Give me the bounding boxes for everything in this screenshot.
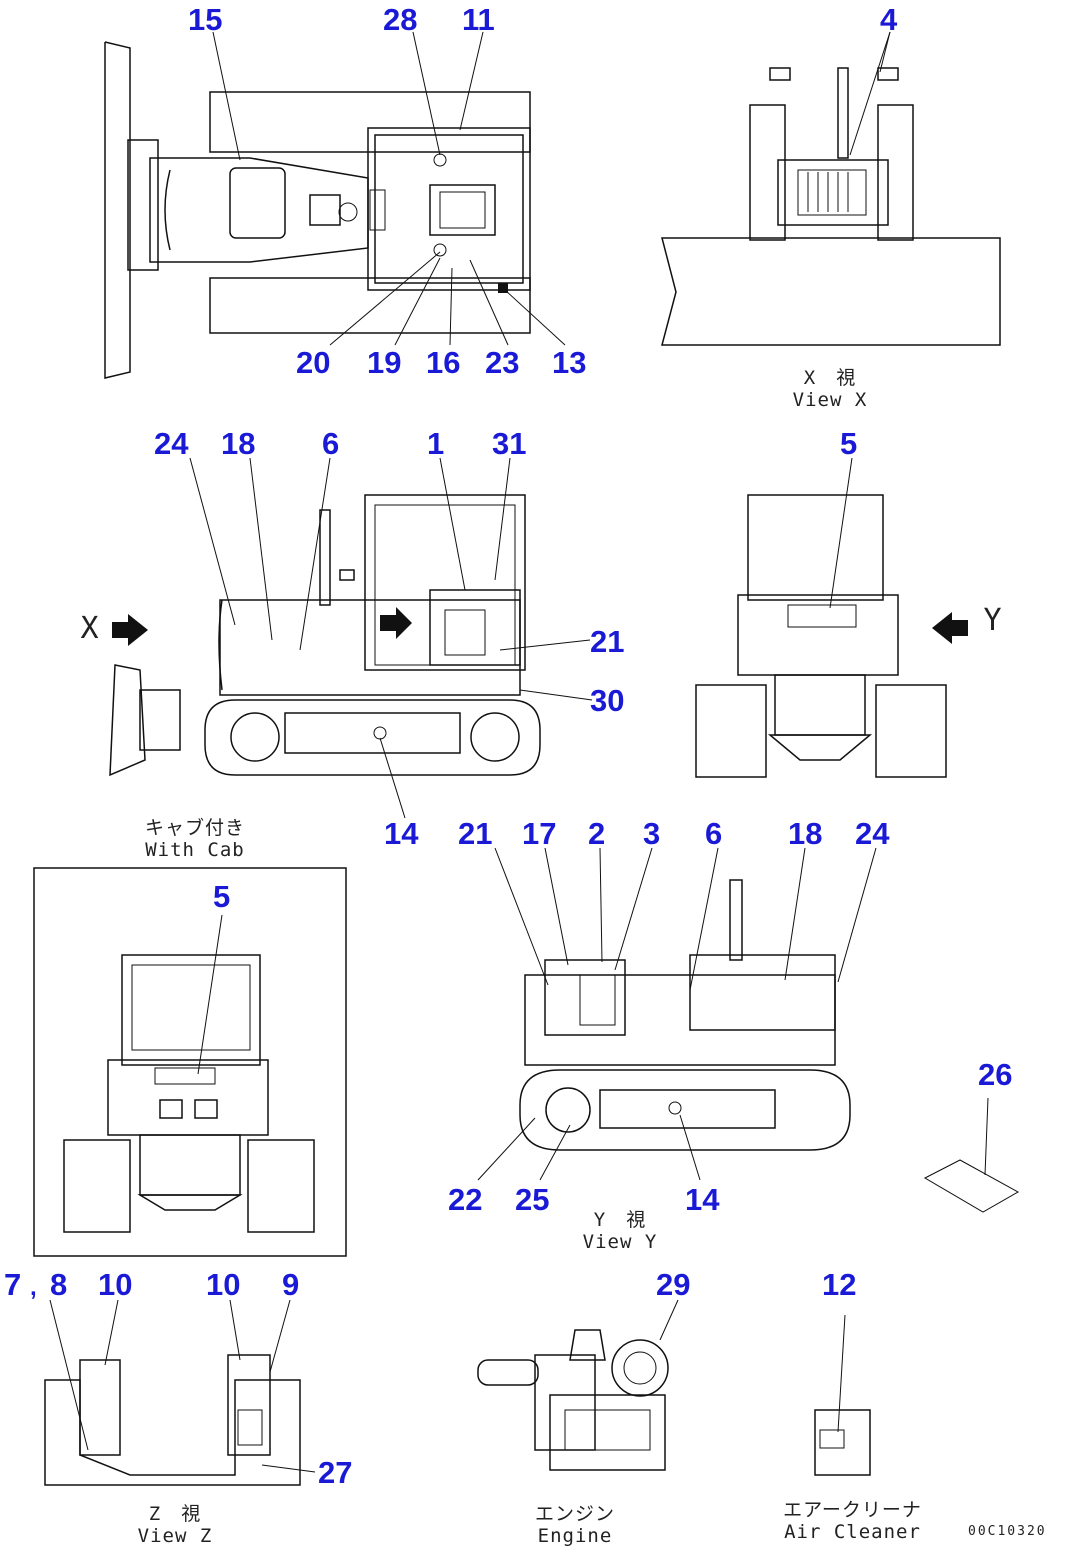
callout-18: 18 [788, 816, 823, 851]
caption-view-x-jp: X 視 [803, 367, 857, 389]
caption-view-y-en: View Y [582, 1230, 658, 1253]
callout-25: 25 [515, 1182, 550, 1217]
callout-17: 17 [522, 816, 557, 851]
air-cleaner-drawing [814, 1314, 871, 1476]
callout-11: 11 [462, 2, 495, 37]
caption-with-cab: キャブ付き With Cab [125, 817, 265, 862]
callout-10: 10 [206, 1267, 241, 1302]
callout-7: 7 [4, 1267, 22, 1302]
side-view-cab-drawing [109, 457, 593, 819]
view-y-drawing [477, 847, 1020, 1213]
caption-view-x: X 視 View X [780, 367, 880, 412]
callout-2: 2 [588, 816, 606, 851]
callout-comma: , [30, 1274, 37, 1301]
callout-30: 30 [590, 683, 625, 718]
callout-6: 6 [705, 816, 723, 851]
callout-31: 31 [492, 426, 527, 461]
callout-20: 20 [296, 345, 331, 380]
callout-5: 5 [213, 879, 231, 914]
callout-24: 24 [855, 816, 890, 851]
callout-23: 23 [485, 345, 520, 380]
callout-8: 8 [50, 1267, 68, 1302]
callout-1: 1 [427, 426, 445, 461]
callout-22: 22 [448, 1182, 483, 1217]
callout-21: 21 [590, 624, 625, 659]
callout-4: 4 [880, 2, 898, 37]
callout-10: 10 [98, 1267, 133, 1302]
callout-21: 21 [458, 816, 493, 851]
arrow-label-x: X [80, 611, 100, 646]
caption-view-z: Z 視 View Z [125, 1503, 225, 1548]
callout-24: 24 [154, 426, 189, 461]
callout-28: 28 [383, 2, 418, 37]
caption-engine-jp: エンジン [534, 1503, 615, 1525]
callout-18: 18 [221, 426, 256, 461]
caption-view-x-en: View X [792, 388, 868, 411]
rear-view-drawing [695, 457, 968, 778]
view-z-drawing [44, 1299, 316, 1486]
caption-air-cleaner-jp: エアークリーナ [783, 1499, 922, 1521]
engine-drawing [477, 1299, 679, 1471]
callout-12: 12 [822, 1267, 857, 1302]
callout-14: 14 [685, 1182, 720, 1217]
callout-5: 5 [840, 426, 858, 461]
callout-27: 27 [318, 1455, 353, 1490]
caption-view-y: Y 視 View Y [570, 1209, 670, 1254]
callout-16: 16 [426, 345, 461, 380]
caption-with-cab-jp: キャブ付き [144, 817, 245, 839]
callout-26: 26 [978, 1057, 1013, 1092]
caption-engine-en: Engine [537, 1524, 613, 1547]
callout-6: 6 [322, 426, 340, 461]
caption-view-y-jp: Y 視 [593, 1209, 647, 1231]
caption-engine: エンジン Engine [515, 1503, 635, 1548]
callout-19: 19 [367, 345, 402, 380]
caption-view-z-jp: Z 視 [148, 1503, 202, 1525]
callout-3: 3 [643, 816, 661, 851]
callout-13: 13 [552, 345, 587, 380]
top-view-drawing [104, 31, 566, 379]
caption-with-cab-en: With Cab [145, 838, 245, 861]
document-number: 00C10320 [968, 1524, 1047, 1539]
caption-air-cleaner-en: Air Cleaner [784, 1520, 921, 1543]
callout-29: 29 [656, 1267, 691, 1302]
callout-15: 15 [188, 2, 223, 37]
caption-view-z-en: View Z [137, 1524, 213, 1547]
view-x-drawing [661, 31, 1001, 346]
callout-14: 14 [384, 816, 419, 851]
callout-9: 9 [282, 1267, 300, 1302]
arrow-label-y: Y [983, 603, 1003, 638]
caption-air-cleaner: エアークリーナ Air Cleaner [765, 1499, 940, 1544]
cab-rear-boxed-drawing [33, 867, 347, 1257]
